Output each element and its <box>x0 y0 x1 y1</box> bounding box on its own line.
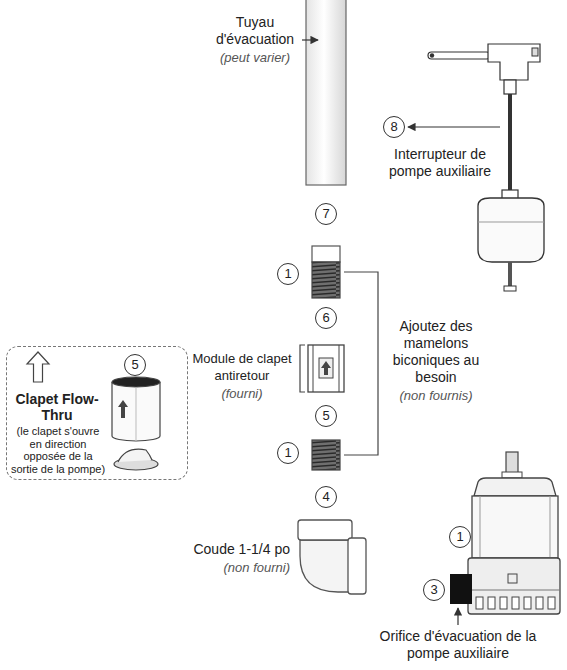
supply-note: (non fournis) <box>400 388 473 404</box>
cable-gland <box>502 472 522 478</box>
pump-cap <box>474 478 556 496</box>
callout-number: 5 <box>124 354 146 376</box>
elbow-body <box>300 540 350 592</box>
intake-slot <box>524 597 531 609</box>
callout-number: 8 <box>383 116 405 138</box>
flow-direction-arrow <box>27 352 49 382</box>
callout-number: 5 <box>315 405 337 427</box>
float-band <box>478 222 544 223</box>
intake-slot <box>476 597 483 609</box>
valve-flange <box>339 345 340 392</box>
nipple-thread <box>312 262 340 298</box>
inset-box: 5Clapet Flow-Thru(le clapet s'ouvre en d… <box>6 346 188 480</box>
part-label: Tuyau d'évacuation <box>210 14 300 48</box>
leader-arrow <box>302 39 318 40</box>
callout-number: 1 <box>449 526 471 548</box>
valve-flap <box>118 449 152 462</box>
nipple-end <box>312 246 340 262</box>
discharge-port <box>450 574 472 604</box>
callout-number: 1 <box>277 263 299 285</box>
switch-screw <box>532 48 538 56</box>
nipple-thread <box>312 440 340 470</box>
switch-bracket <box>488 44 540 80</box>
pump-base <box>468 558 560 614</box>
switch-body <box>504 80 516 94</box>
intake-slot <box>512 597 519 609</box>
valve-flange <box>313 345 314 392</box>
valve-opening <box>112 377 160 387</box>
pump-rib <box>480 496 481 558</box>
intake-slot <box>488 597 495 609</box>
callout-number: 7 <box>315 203 337 225</box>
valve-cylinder <box>112 382 160 441</box>
elbow-collar <box>348 538 366 594</box>
switch-stem <box>508 94 512 190</box>
valve-seam <box>136 387 137 441</box>
flow-arrow <box>118 400 128 418</box>
inset-heading: Clapet Flow-Thru <box>15 391 99 423</box>
part-label: Orifice d'évacuation de la pompe auxilia… <box>378 628 538 662</box>
check-valve-module <box>308 345 344 392</box>
supply-note: (fourni) <box>221 386 262 402</box>
float <box>478 198 544 262</box>
part-label: Ajoutez des mamelons biconiques au besoi… <box>386 318 486 386</box>
intake-slot <box>548 597 555 609</box>
callout-number: 6 <box>315 307 337 329</box>
discharge-hose <box>306 0 346 185</box>
inset-note: (le clapet s'ouvre en direction opposée … <box>9 425 107 475</box>
bracket <box>344 272 378 455</box>
intake-slot <box>500 597 507 609</box>
elbow-collar <box>298 520 352 540</box>
pump-motor <box>472 496 558 558</box>
float-bolt <box>508 262 512 288</box>
intake-slot <box>536 597 543 609</box>
callout-number: 3 <box>423 579 445 601</box>
part-label: Module de clapet antiretour <box>188 350 296 384</box>
leader-arrow <box>408 126 500 127</box>
pump-seam <box>468 590 560 591</box>
valve-label-plate <box>319 358 333 378</box>
callout-number: 4 <box>315 486 337 508</box>
flow-arrow <box>321 361 331 375</box>
switch-rod <box>428 52 490 59</box>
float-bolt-nut <box>504 286 516 291</box>
pump-rib <box>550 496 551 558</box>
callout-number: 1 <box>277 442 299 464</box>
supply-note: (peut varier) <box>220 50 290 66</box>
part-label: Interrupteur de pompe auxiliaire <box>380 146 500 180</box>
part-label: Coude 1-1/4 po <box>193 541 290 558</box>
switch-rod-end <box>430 53 434 57</box>
pump-indicator <box>508 574 517 583</box>
leader-arrow <box>457 608 458 625</box>
bracket <box>300 345 305 392</box>
supply-note: (non fourni) <box>224 560 290 576</box>
